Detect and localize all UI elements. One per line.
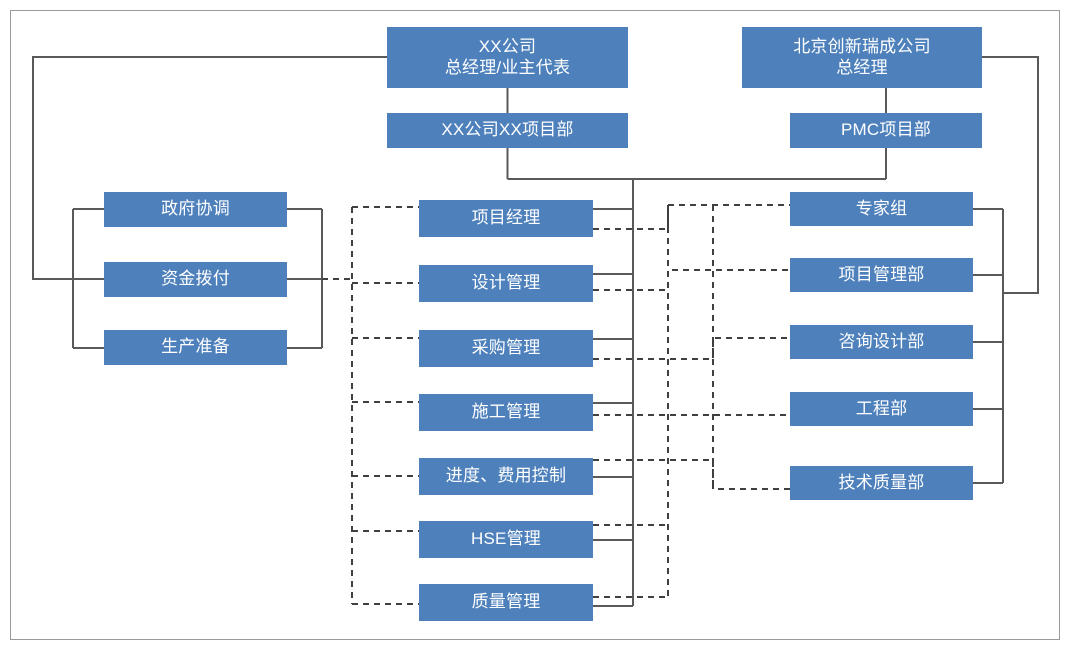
- node-proj-mgmt-dept[interactable]: 项目管理部: [790, 258, 973, 292]
- wire-ownergm-left-bus: [32, 56, 387, 280]
- wire-dash-design-projmgmt: [593, 269, 790, 291]
- node-owner-project[interactable]: XX公司XX项目部: [387, 113, 628, 148]
- node-pmc-project[interactable]: PMC项目部: [790, 113, 982, 148]
- node-tech-quality[interactable]: 技术质量部: [790, 466, 973, 500]
- node-hse-mgmt[interactable]: HSE管理: [419, 521, 593, 558]
- node-pmc-gm[interactable]: 北京创新瑞成公司 总经理: [742, 27, 982, 88]
- node-quality-mgmt[interactable]: 质量管理: [419, 584, 593, 621]
- node-consult-design[interactable]: 咨询设计部: [790, 325, 973, 359]
- node-design-mgmt[interactable]: 设计管理: [419, 265, 593, 302]
- node-owner-gm[interactable]: XX公司 总经理/业主代表: [387, 27, 628, 88]
- node-expert-group[interactable]: 专家组: [790, 192, 973, 226]
- node-procure-mgmt[interactable]: 采购管理: [419, 330, 593, 367]
- wire-dash-cost-tech: [593, 459, 790, 490]
- node-project-manager[interactable]: 项目经理: [419, 200, 593, 237]
- node-gov-coord[interactable]: 政府协调: [104, 192, 287, 227]
- node-prod-prep[interactable]: 生产准备: [104, 330, 287, 365]
- wire-dash-procure-consult: [593, 337, 790, 360]
- node-fund-alloc[interactable]: 资金拨付: [104, 262, 287, 297]
- node-cost-control[interactable]: 进度、费用控制: [419, 458, 593, 495]
- node-engineer-dept[interactable]: 工程部: [790, 392, 973, 426]
- wire-pmcgm-right-bus: [982, 56, 1039, 294]
- node-construct-mgmt[interactable]: 施工管理: [419, 394, 593, 431]
